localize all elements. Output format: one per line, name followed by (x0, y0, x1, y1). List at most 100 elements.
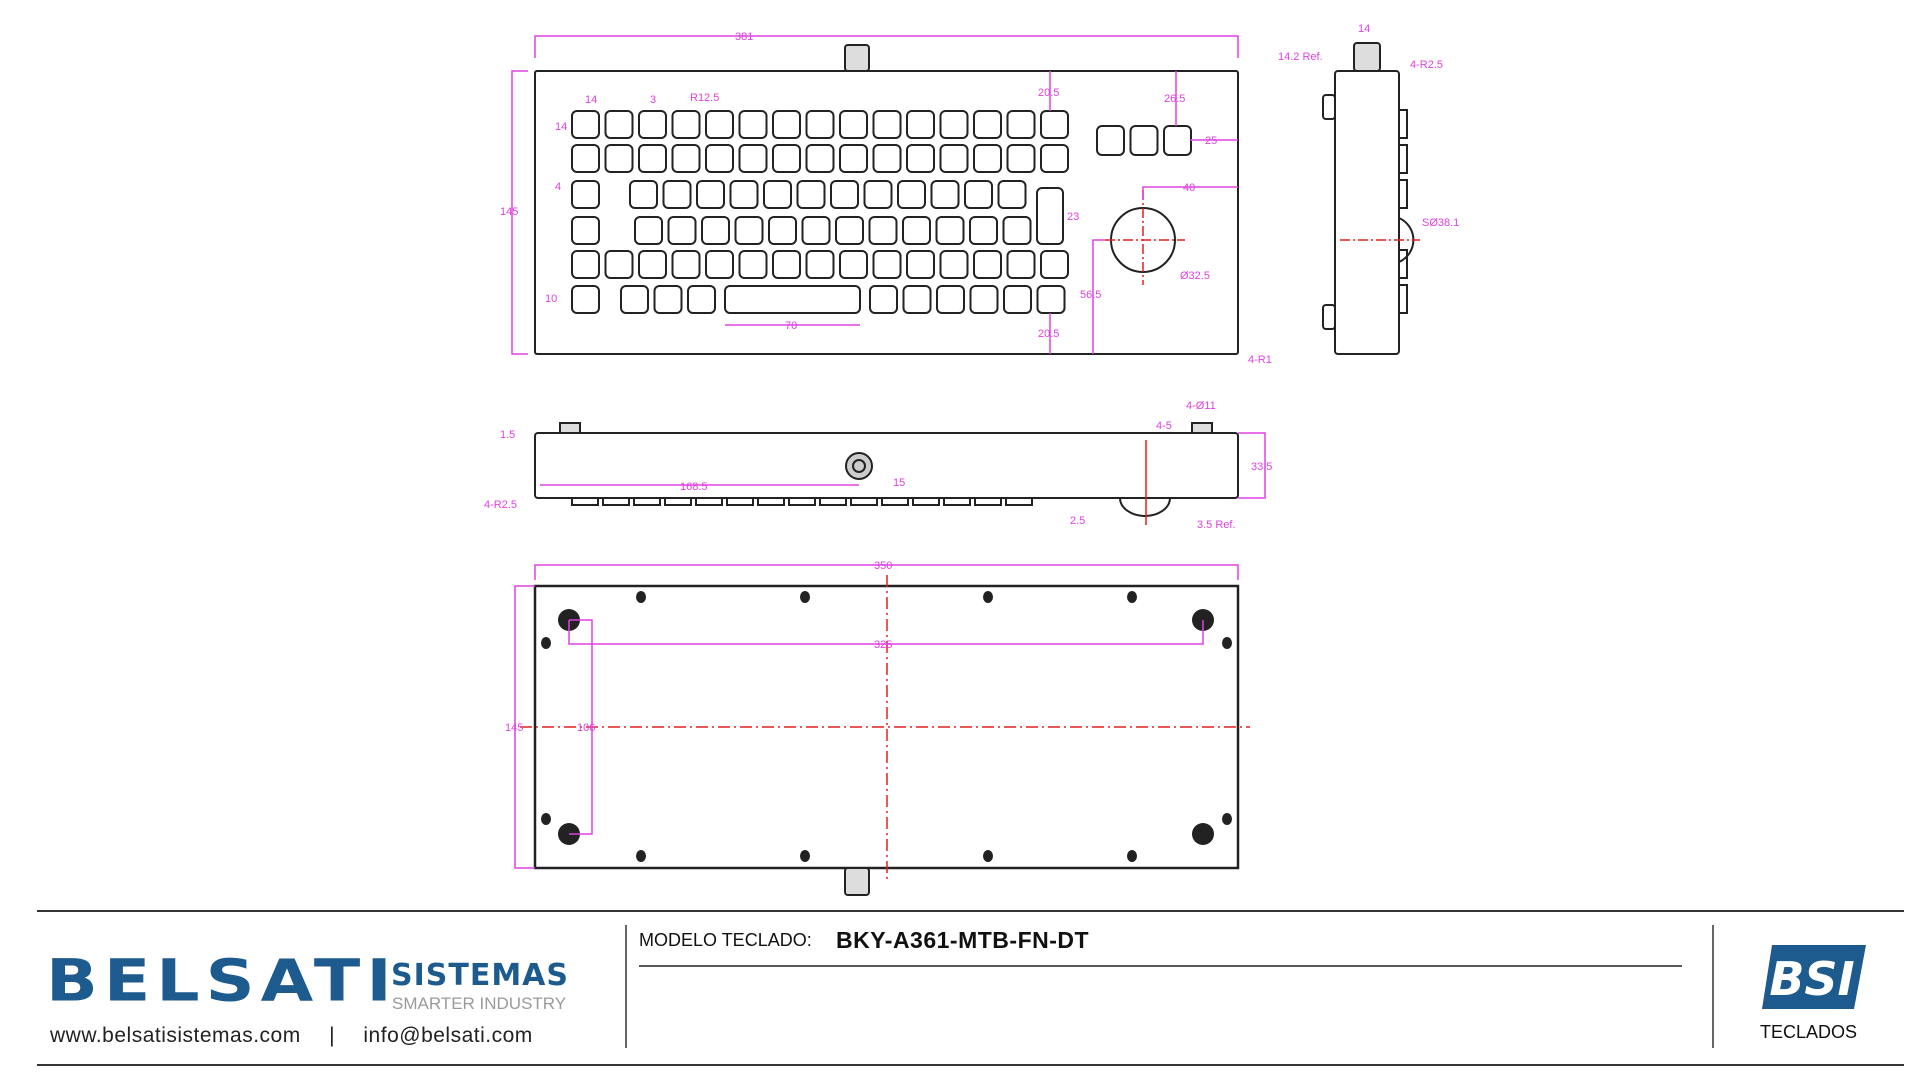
key-profile (602, 497, 630, 506)
email-link[interactable]: info@belsati.com (363, 1024, 533, 1047)
dimension-label: 381 (735, 31, 753, 43)
key (801, 216, 831, 245)
key (571, 144, 600, 173)
key (872, 110, 902, 139)
model-value: BKY-A361-MTB-FN-DT (836, 927, 1090, 953)
dimension-label: 145 (505, 722, 523, 734)
key (839, 250, 868, 279)
key (705, 250, 734, 279)
key-profile (819, 497, 847, 506)
screw-hole (800, 850, 810, 862)
dimension-label: 3 (650, 94, 656, 106)
key (772, 250, 801, 279)
key (805, 144, 835, 173)
key (805, 110, 835, 139)
key (906, 250, 935, 279)
key (863, 180, 893, 209)
contact-line: www.belsatisistemas.com | info@belsati.c… (50, 1024, 533, 1048)
key (772, 144, 801, 173)
key-profile (943, 497, 971, 506)
key (662, 180, 692, 209)
key (1040, 144, 1069, 173)
key (696, 180, 725, 209)
dimension-label: 325 (874, 639, 892, 651)
screw-hole (636, 591, 646, 603)
screw-hole (983, 591, 993, 603)
key (620, 285, 649, 314)
website-link[interactable]: www.belsatisistemas.com (50, 1024, 301, 1047)
key-profile (633, 497, 661, 506)
key (939, 110, 969, 139)
mounting-stud (1192, 823, 1214, 845)
dimension-label: 4 (555, 181, 561, 193)
key (571, 110, 600, 139)
key (768, 216, 797, 245)
key (906, 144, 935, 173)
dimension-label: 40 (1183, 182, 1195, 194)
dimension-label: 23 (1067, 211, 1079, 223)
key (638, 144, 667, 173)
dimension-label: SØ38.1 (1422, 217, 1459, 229)
dimension-label: 14 (585, 94, 597, 106)
key (604, 250, 634, 279)
key-profile (881, 497, 909, 506)
dimension-label: 4-R1 (1248, 354, 1272, 366)
dimension-label: 20.5 (1038, 87, 1059, 99)
key-profile (664, 497, 692, 506)
key (902, 285, 932, 314)
key (872, 144, 902, 173)
key (671, 250, 701, 279)
key (930, 180, 960, 209)
key (1006, 250, 1036, 279)
dimension-label: 25 (1205, 135, 1217, 147)
key (1006, 110, 1036, 139)
key (796, 180, 826, 209)
key (738, 144, 768, 173)
key (869, 285, 898, 314)
key (734, 216, 764, 245)
key (935, 216, 965, 245)
dimension-label: 4-Ø11 (1186, 400, 1216, 412)
key (1040, 110, 1069, 139)
dimension-label: 106 (577, 722, 595, 734)
key (571, 180, 600, 209)
dimension-label: 15 (893, 477, 905, 489)
key (1040, 250, 1069, 279)
key (653, 285, 683, 314)
key (1002, 216, 1032, 245)
key (936, 285, 965, 314)
key (839, 144, 868, 173)
key (969, 216, 998, 245)
key-profile (757, 497, 785, 506)
dimension-label: 145 (500, 206, 518, 218)
key (902, 216, 931, 245)
key-profile (788, 497, 816, 506)
dimension-label: 70 (785, 320, 797, 332)
key-profile (571, 497, 599, 506)
key (939, 250, 969, 279)
dimension-label: 4-R2.5 (1410, 59, 1443, 71)
dimension-label: R12.5 (690, 92, 719, 104)
key (705, 110, 734, 139)
key (738, 250, 768, 279)
key (571, 250, 600, 279)
key (973, 250, 1002, 279)
bsi-logo-icon: BSI (1762, 945, 1866, 1009)
screw-hole (800, 591, 810, 603)
key (687, 285, 716, 314)
key (729, 180, 759, 209)
dimension-label: 56.5 (1080, 289, 1101, 301)
key (897, 180, 926, 209)
keyboard-front-view (534, 422, 1266, 525)
key (1096, 125, 1125, 156)
key (835, 216, 864, 245)
key-profile (695, 497, 723, 506)
brand-logo-text: BELSATI (46, 948, 398, 1016)
dimension-label: 3.5 Ref. (1197, 519, 1236, 531)
screw-hole (1222, 813, 1232, 825)
key (969, 285, 999, 314)
key (1036, 285, 1066, 314)
key (1003, 285, 1032, 314)
separator: | (329, 1024, 336, 1047)
key (839, 110, 868, 139)
